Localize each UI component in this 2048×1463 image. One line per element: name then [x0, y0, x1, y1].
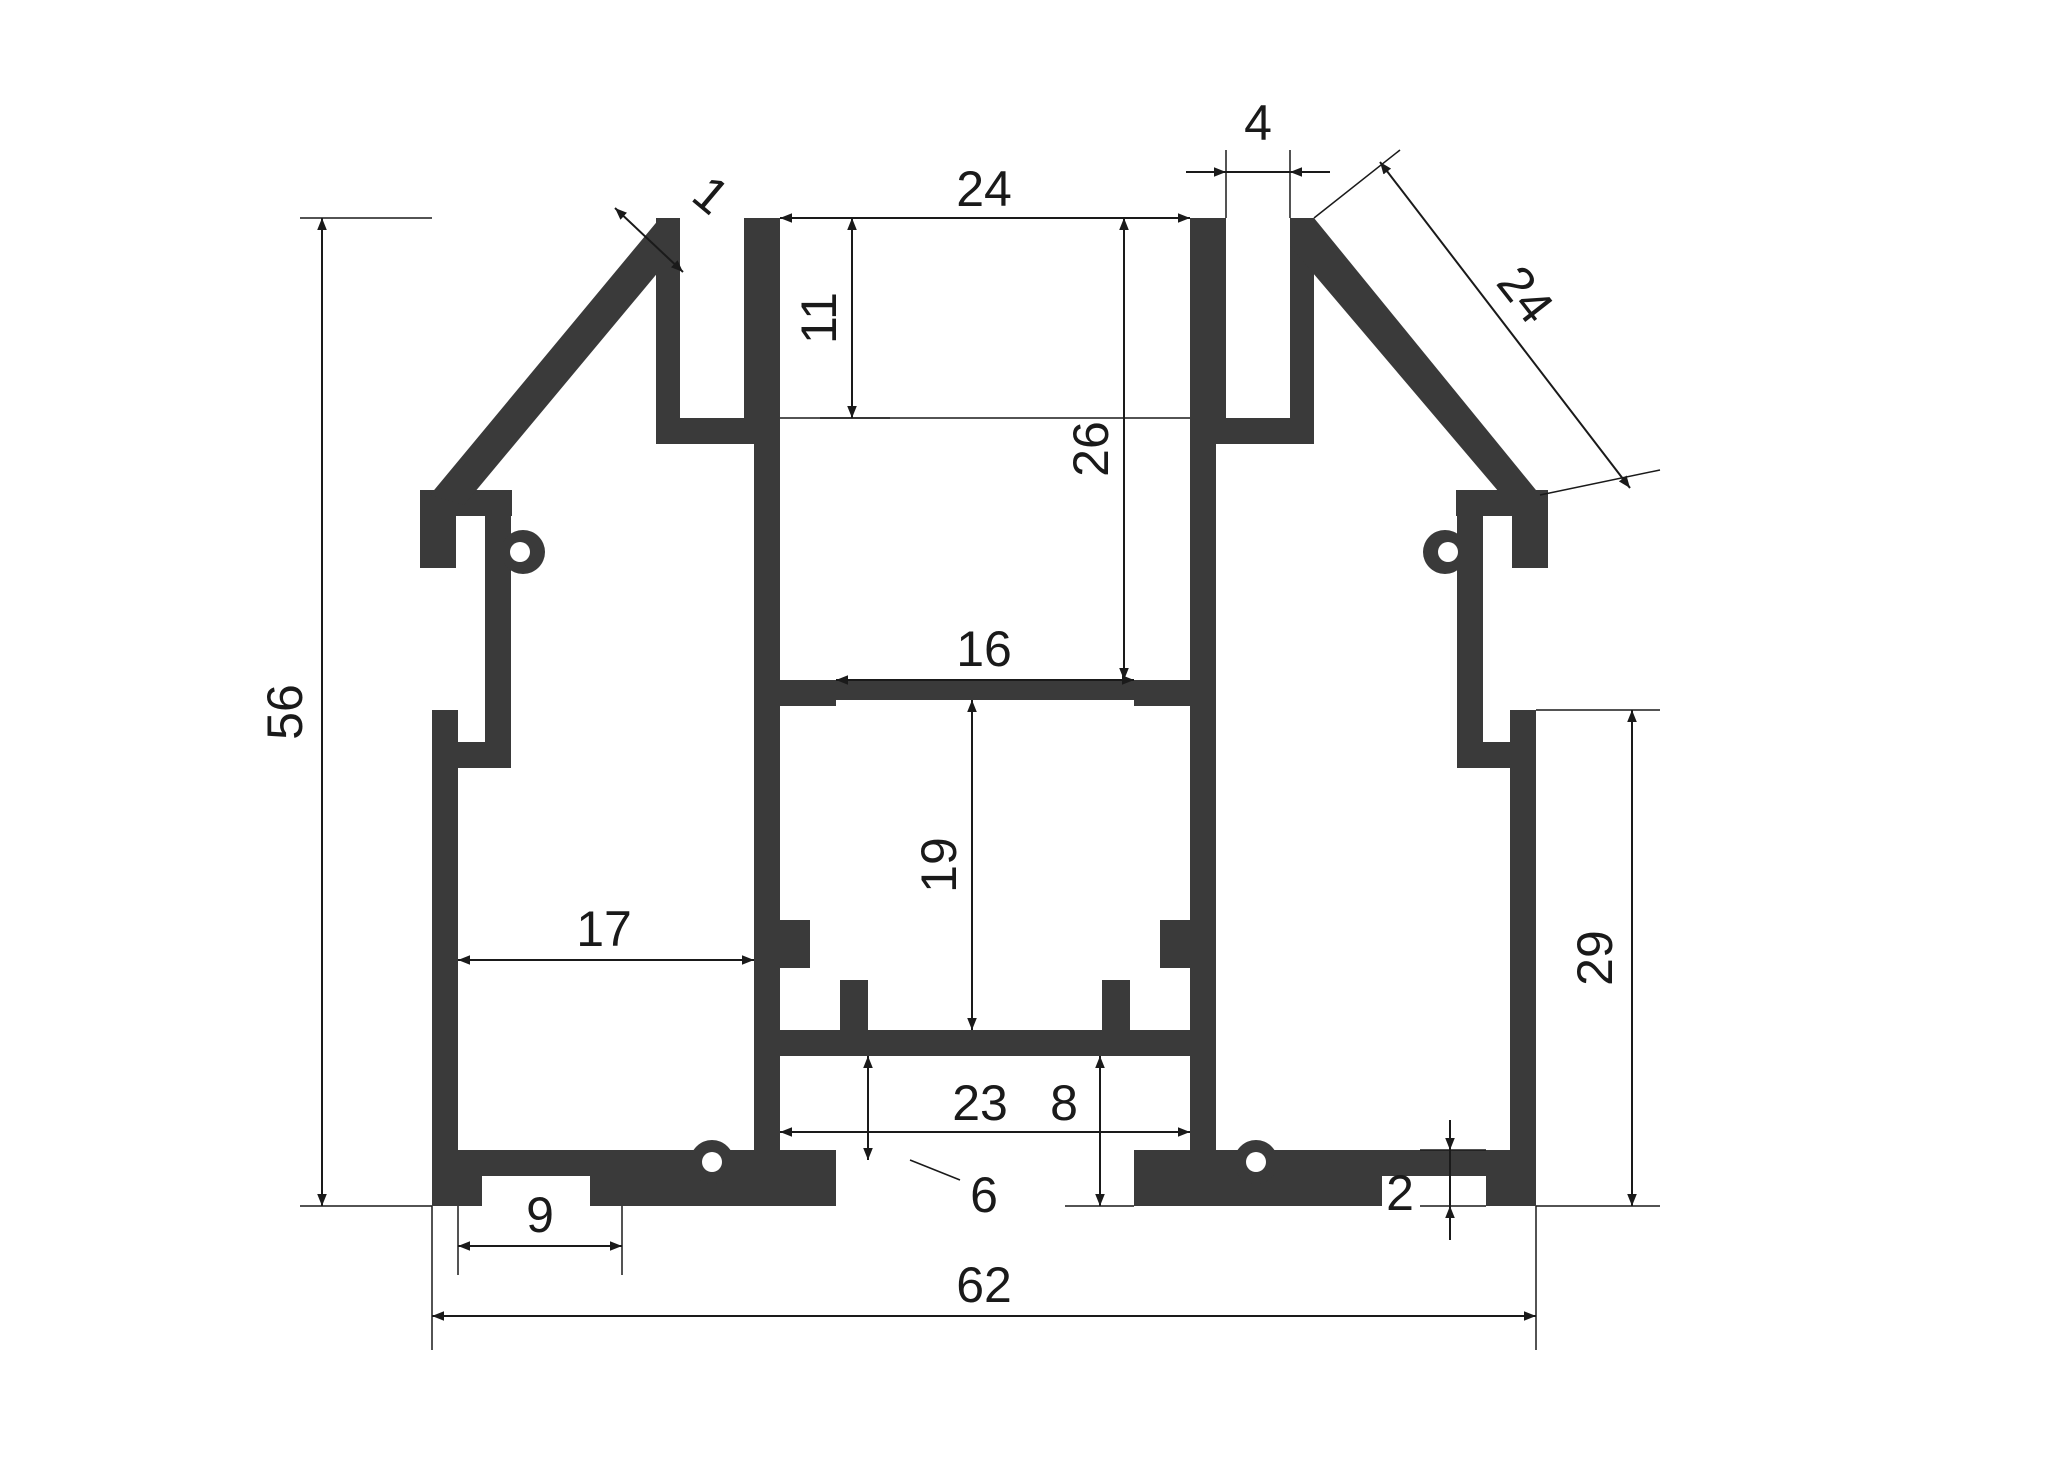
right-clip-hook	[1512, 490, 1548, 568]
dim-label-16: 16	[956, 621, 1012, 677]
right-hinge-void	[1438, 542, 1458, 562]
dim-label-29: 29	[1567, 930, 1623, 986]
dim-label-1: 1	[682, 165, 739, 226]
inner-lower-right-foot	[1102, 980, 1130, 1032]
bottom-base-right-foot-b	[1486, 1176, 1536, 1206]
aluminium-profile	[420, 218, 1548, 1206]
left-foot-slot	[482, 1180, 590, 1210]
left-step	[432, 742, 511, 768]
channel-right-wall-upper	[1190, 218, 1226, 418]
dim-label-11: 11	[791, 292, 847, 344]
dimension-labels: 56 62 9 24 4 11 26 16 19 17 23 8 6 29 2 …	[257, 95, 1623, 1313]
dim-label-9: 9	[526, 1187, 554, 1243]
inner-shelf-upper-right-tab	[1134, 680, 1190, 706]
inner-shelf-upper-left-tab	[780, 680, 836, 706]
profile-voids	[482, 542, 1486, 1210]
bottom-left-hinge-void	[702, 1152, 722, 1172]
inner-lower-left-foot	[840, 980, 868, 1032]
inner-lower-left-tab	[780, 920, 810, 968]
left-sloped-arm	[430, 218, 680, 505]
bottom-center-gap	[836, 1180, 1134, 1210]
right-upper-wall	[1457, 510, 1483, 768]
dim-label-4: 4	[1244, 95, 1272, 151]
bottom-inner-left-foot	[780, 1150, 836, 1176]
inner-lower-right-tab	[1160, 920, 1190, 968]
left-outer-wall	[432, 710, 458, 1206]
dim-label-23: 23	[952, 1075, 1008, 1131]
dim-label-24-top: 24	[956, 161, 1012, 217]
right-outer-wall	[1510, 710, 1536, 1206]
bottom-inner-right-foot	[1134, 1150, 1190, 1176]
right-foot-slot	[1382, 1180, 1486, 1210]
dim-label-56: 56	[257, 684, 313, 740]
dim-label-8: 8	[1050, 1075, 1078, 1131]
dim-label-24-slope: 24	[1486, 255, 1564, 333]
left-clip-hook	[420, 490, 456, 568]
dim-label-2: 2	[1386, 1165, 1414, 1221]
right-sloped-arm	[1290, 218, 1540, 505]
inner-shelf-lower	[754, 1030, 1216, 1056]
left-hinge-void	[510, 542, 530, 562]
dim-label-19: 19	[911, 837, 967, 893]
inner-shelf-upper	[754, 680, 1216, 700]
dimension-lines	[317, 161, 1637, 1321]
bottom-right-hinge-void	[1246, 1152, 1266, 1172]
dim-label-17: 17	[576, 901, 632, 957]
bottom-base-left-foot-a	[432, 1176, 482, 1206]
dim-label-6: 6	[970, 1167, 998, 1223]
dim-label-62: 62	[956, 1257, 1012, 1313]
dim-label-26: 26	[1063, 421, 1119, 477]
channel-left-wall-upper	[744, 218, 780, 418]
right-top-floor	[1190, 418, 1314, 444]
